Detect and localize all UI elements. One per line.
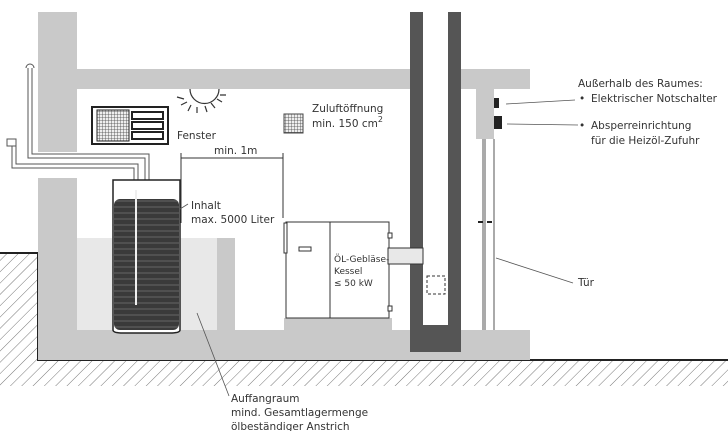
shutoff-valve-icon	[494, 116, 502, 129]
shutoff-label-1: Absperreinrichtung	[591, 120, 691, 132]
window-icon	[91, 106, 169, 145]
catch-basin-label-1: Auffangraum	[231, 393, 299, 405]
boiler-label-2: Kessel	[334, 267, 362, 277]
tank-content-max: max. 5000 Liter	[191, 214, 275, 226]
cleanout-door	[426, 275, 446, 295]
catch-basin-label-3: ölbeständiger Anstrich	[231, 421, 350, 431]
air-inlet-label: Zuluftöffnung	[312, 103, 383, 115]
oil-boiler	[283, 221, 424, 332]
air-inlet-size-value: min. 150 cm	[312, 118, 378, 130]
air-inlet-size-unit-exp: 2	[378, 115, 383, 124]
emergency-switch-label: Elektrischer Notschalter	[591, 93, 718, 105]
tank-content-label: Inhalt	[191, 200, 221, 212]
wall-pipe-opening	[38, 152, 77, 178]
leader-lines	[179, 99, 579, 397]
boiler-label-1: ÖL-Gebläse-	[334, 254, 389, 265]
ground	[0, 252, 728, 386]
distance-marker	[180, 153, 284, 223]
air-inlet-size: min. 150 cm2	[312, 115, 383, 130]
outside-room-title: Außerhalb des Raumes:	[578, 78, 703, 90]
catch-basin-label-2: mind. Gesamtlagermenge	[231, 407, 368, 419]
door	[478, 139, 495, 330]
distance-label: min. 1m	[214, 145, 257, 157]
air-inlet-icon	[283, 113, 304, 134]
window-label: Fenster	[177, 130, 217, 142]
chimney	[410, 12, 461, 352]
boiler-label-3: ≤ 50 kW	[334, 279, 373, 289]
bullet: •	[579, 120, 585, 132]
shutoff-label-2: für die Heizöl-Zufuhr	[591, 135, 700, 147]
bullet: •	[579, 93, 585, 105]
emergency-switch-icon	[494, 98, 499, 108]
oil-tank	[112, 179, 181, 334]
sun-icon	[176, 88, 226, 113]
door-label: Tür	[577, 277, 595, 289]
